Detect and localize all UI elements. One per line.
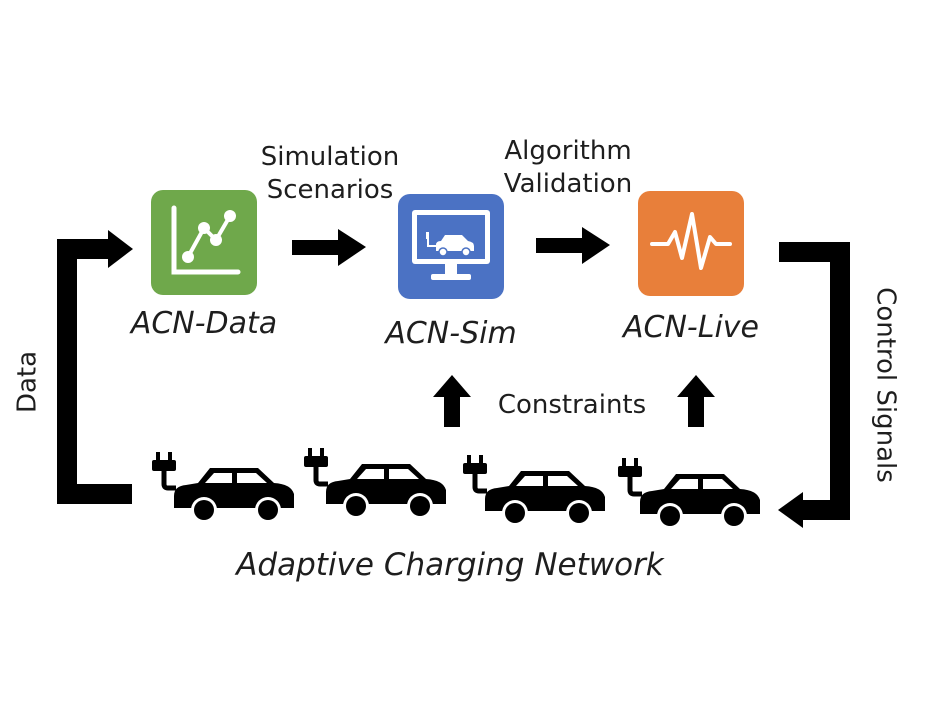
algorithm-label-line2: Validation (503, 169, 633, 199)
acn-sim-node (398, 194, 504, 299)
data-edge-label: Data (12, 350, 43, 414)
simulation-label-line2: Scenarios (266, 175, 394, 205)
ev-car-1 (152, 452, 294, 523)
heartbeat-icon (650, 212, 732, 270)
acn-data-node (151, 190, 257, 295)
acn-live-title: ACN-Live (623, 310, 759, 345)
acn-data-title: ACN-Data (130, 306, 278, 341)
arrow-up-to-live (677, 375, 715, 427)
arrow-data-to-sim (292, 229, 366, 266)
arrow-up-to-sim (433, 375, 471, 427)
ev-car-4 (618, 458, 760, 529)
acn-sim-title: ACN-Sim (385, 316, 517, 351)
acn-live-node (638, 191, 744, 296)
ev-car-3 (463, 455, 605, 526)
line-chart-icon (171, 205, 241, 275)
ev-car-2 (304, 448, 446, 519)
constraints-label: Constraints (497, 390, 647, 420)
simulation-label-line1: Simulation (260, 142, 400, 172)
arrow-live-to-network (778, 242, 850, 528)
arrow-sim-to-live (536, 227, 610, 264)
monitor-car-icon (412, 210, 490, 280)
arrow-network-to-data (57, 230, 133, 504)
control-signals-label: Control Signals (870, 287, 901, 483)
algorithm-label-line1: Algorithm (504, 136, 632, 166)
network-caption: Adaptive Charging Network (236, 547, 664, 583)
